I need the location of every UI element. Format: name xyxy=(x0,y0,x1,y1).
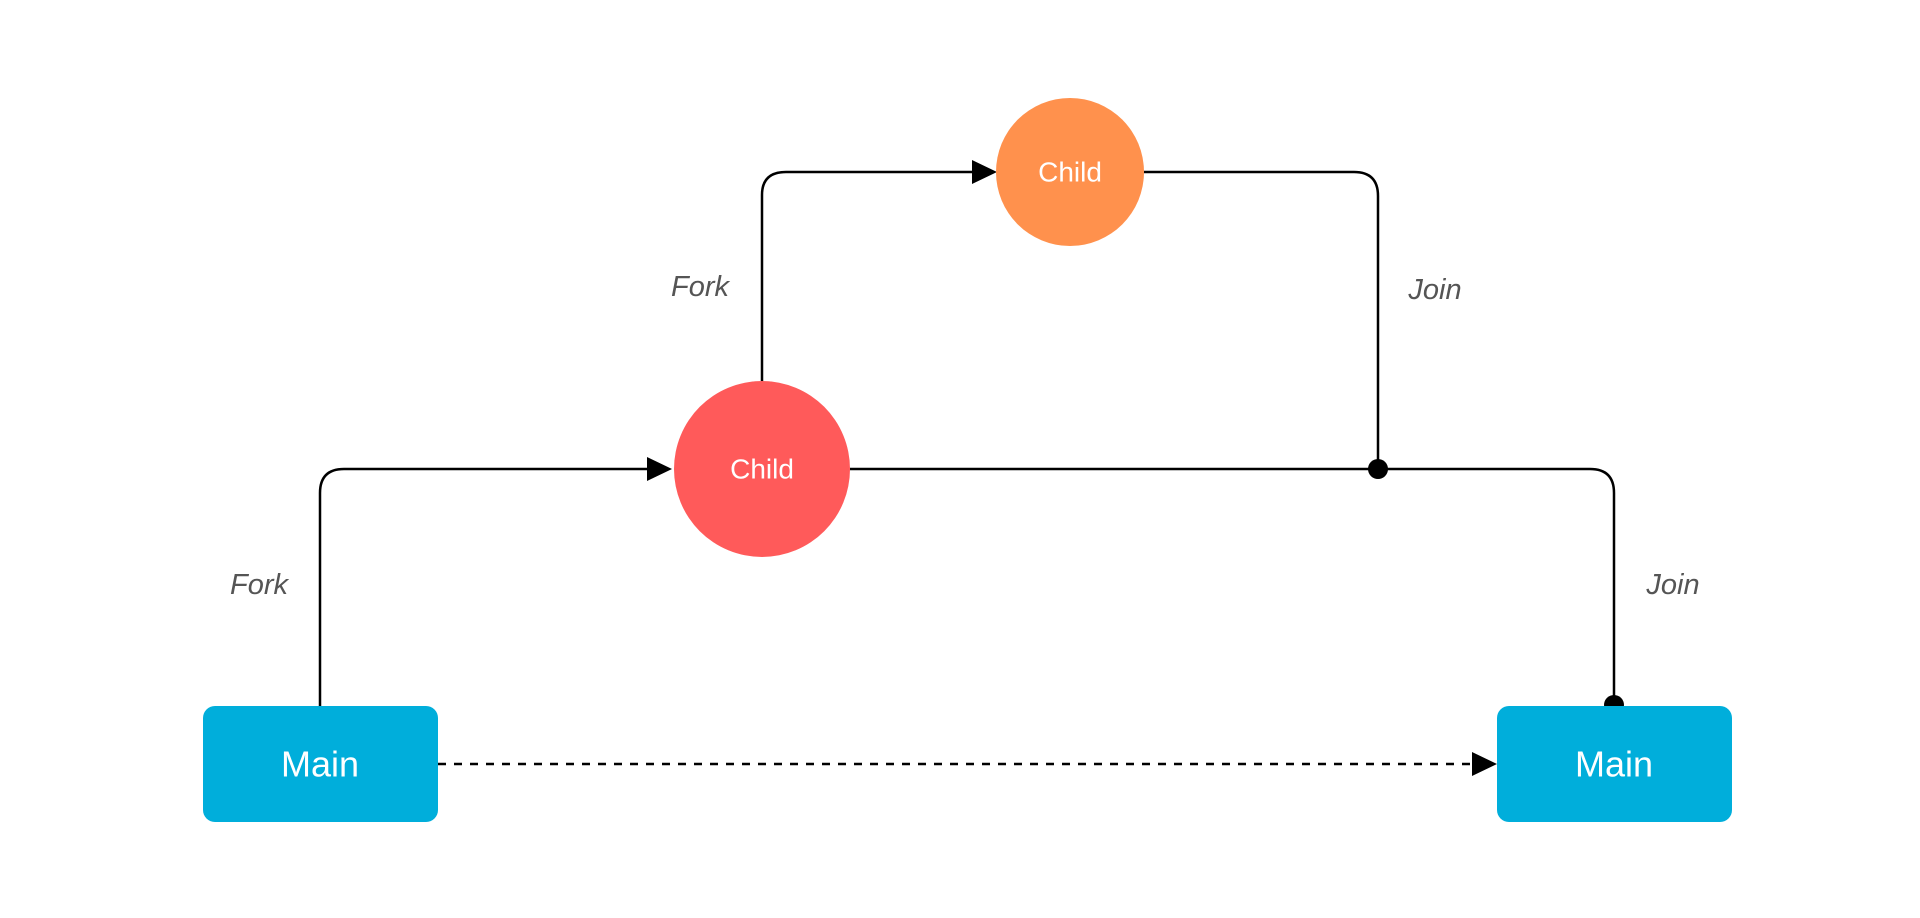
edge-label-join-upper: Join xyxy=(1407,274,1461,306)
node-main-start-label: Main xyxy=(281,744,359,785)
node-child-level1[interactable]: Child xyxy=(674,381,850,557)
node-main-start-shape xyxy=(203,706,438,822)
edge-label-fork-lower: Fork xyxy=(230,569,290,601)
edge-join-child-to-child[interactable] xyxy=(1144,170,1380,469)
node-main-start[interactable]: Main xyxy=(203,706,438,822)
arrowhead-fork-upper xyxy=(972,160,997,184)
node-child-level2-label: Child xyxy=(1038,157,1102,188)
node-main-end-shape xyxy=(1497,706,1732,822)
arrowhead-main-continue xyxy=(1472,752,1497,776)
edge-fork-main-to-child[interactable] xyxy=(318,467,668,706)
node-main-end-label: Main xyxy=(1575,744,1653,785)
edge-label-join-lower: Join xyxy=(1645,569,1699,601)
node-child-level2[interactable]: Child xyxy=(996,98,1144,246)
edge-label-fork-upper: Fork xyxy=(671,271,731,303)
node-child-level2-shape xyxy=(996,98,1144,246)
edge-fork-child-to-child[interactable] xyxy=(760,170,976,381)
node-main-end[interactable]: Main xyxy=(1497,706,1732,822)
edge-join-child-to-main[interactable] xyxy=(850,467,1616,705)
node-child-level1-label: Child xyxy=(730,454,794,485)
arrowhead-fork-lower xyxy=(647,457,672,481)
node-child-level1-shape xyxy=(674,381,850,557)
